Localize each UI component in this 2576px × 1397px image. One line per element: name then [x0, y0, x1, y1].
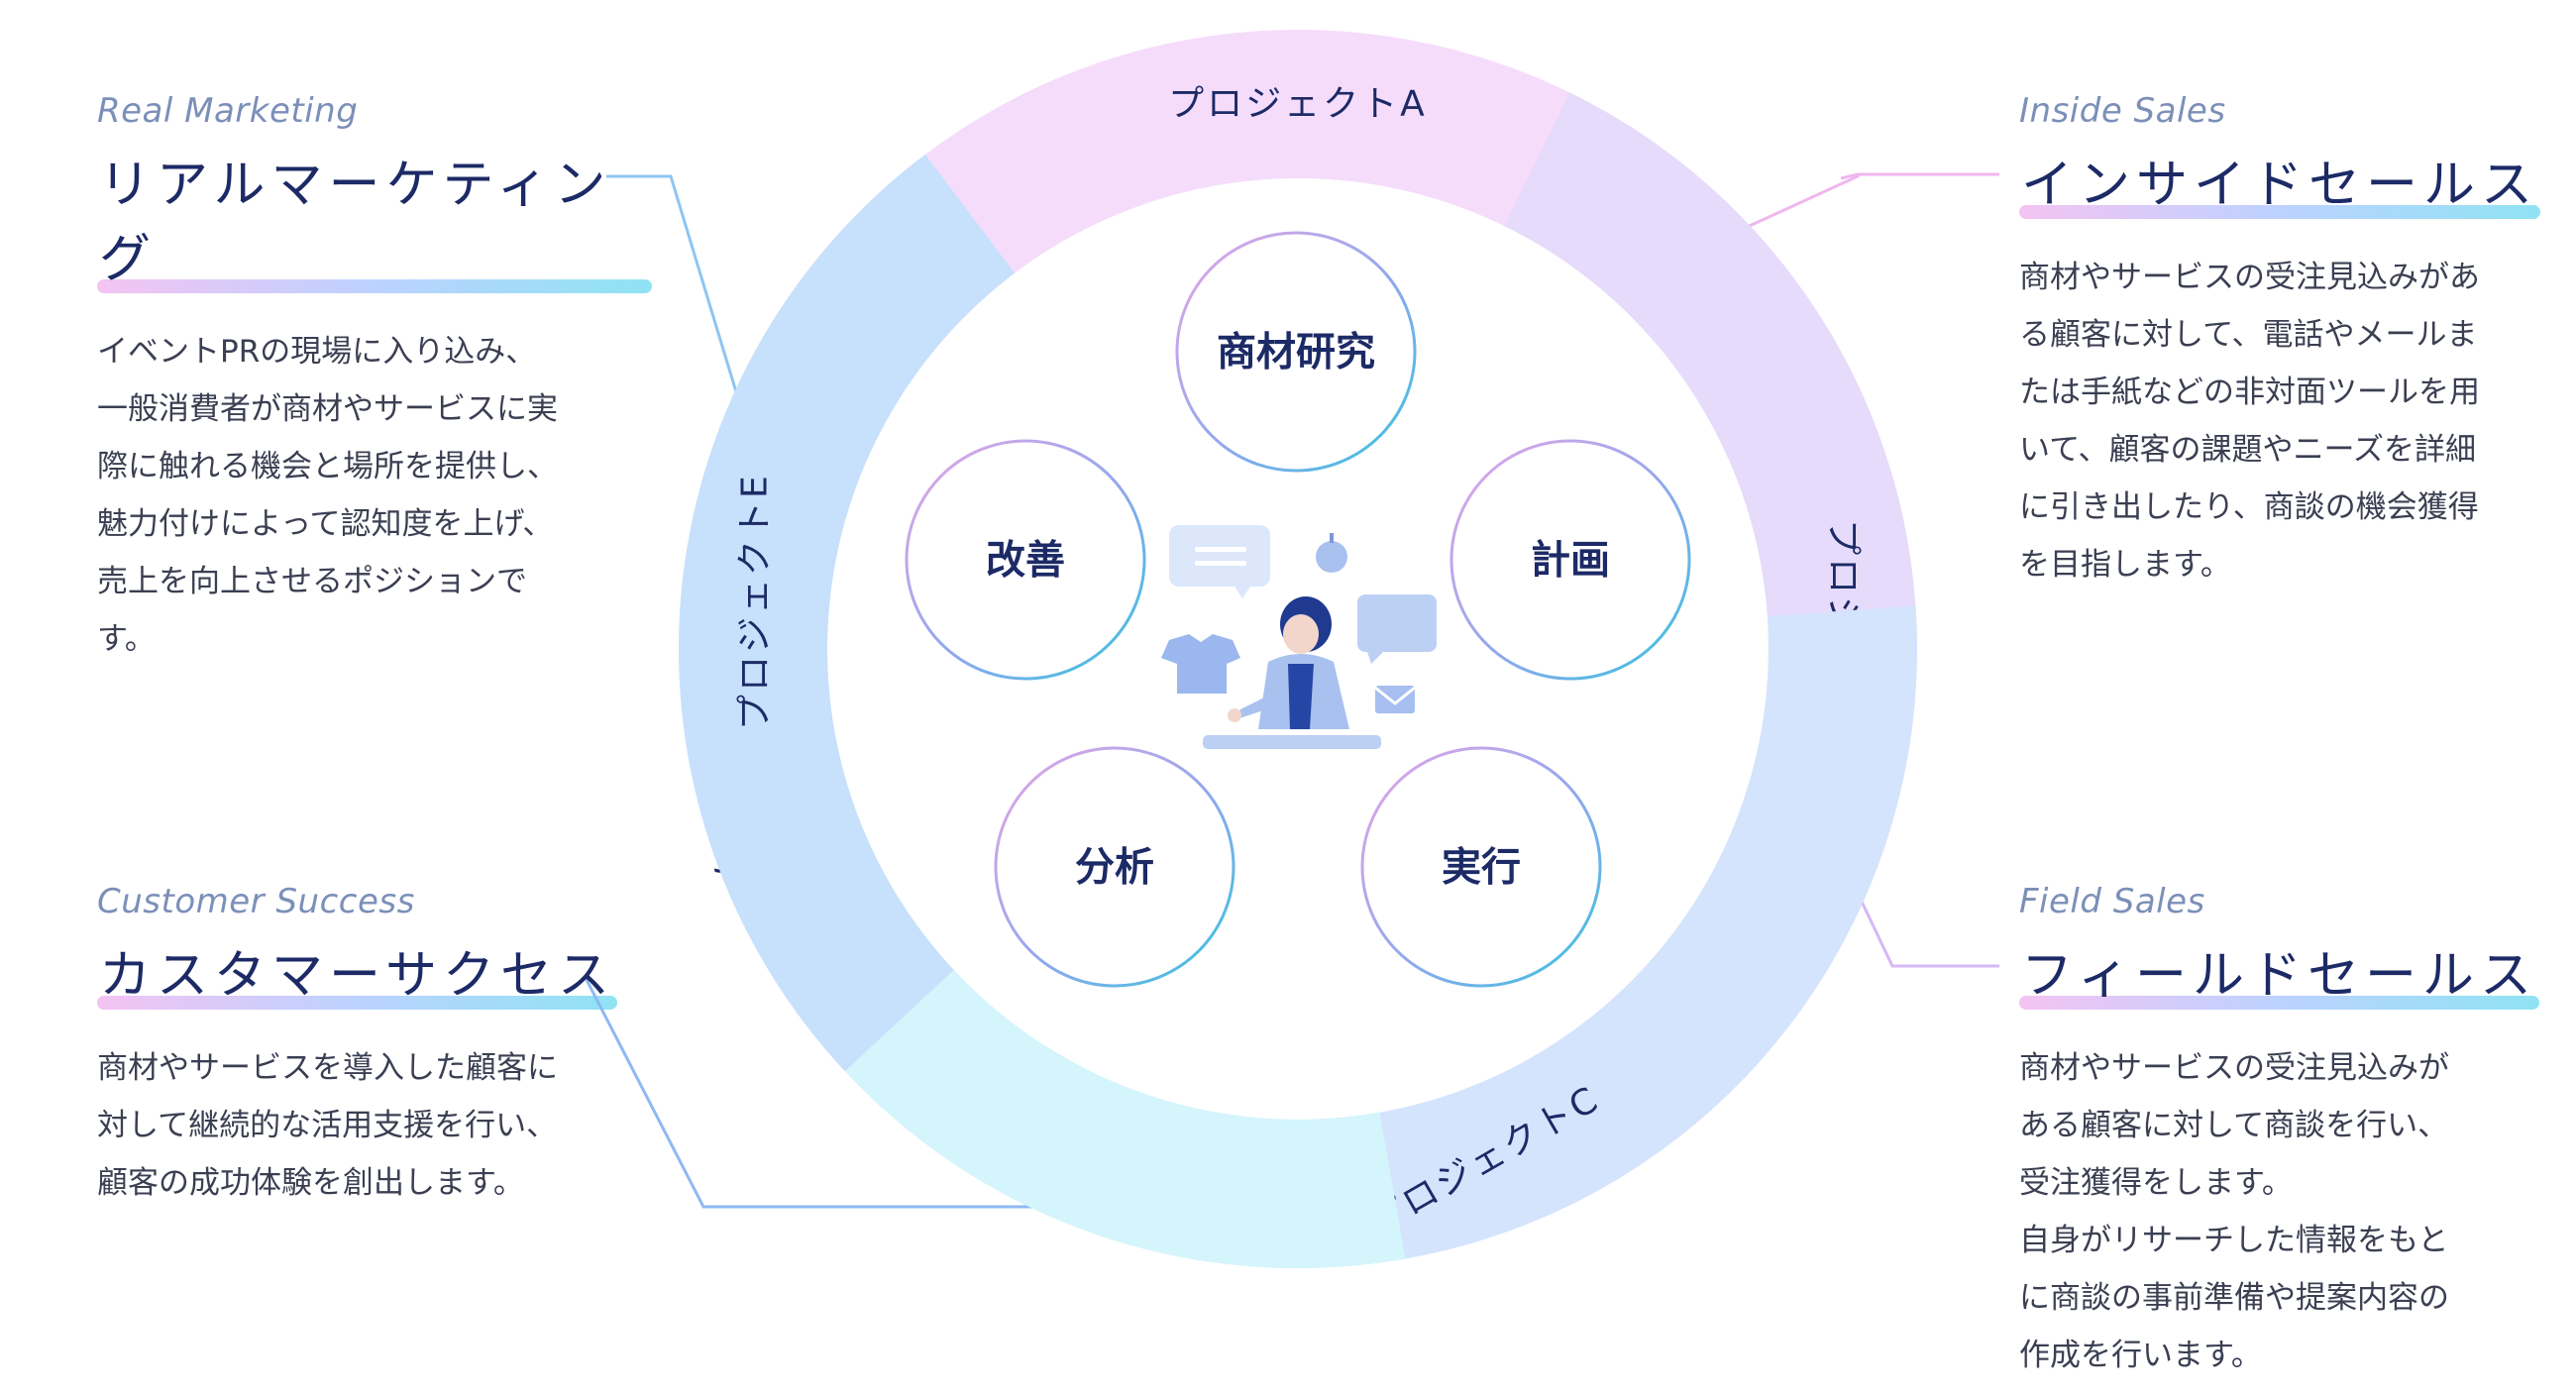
connector-line: [1840, 172, 1999, 180]
section-title: インサイドセールス: [2019, 143, 2541, 223]
cycle-node: [1175, 231, 1417, 473]
cycle-node: [1449, 439, 1691, 681]
tshirt-icon: [1161, 634, 1240, 694]
section-description: 商材やサービスの受注見込みがあ る顧客に対して、電話やメールま たは手紙などの非…: [2019, 260, 2480, 583]
cycle-node: [994, 746, 1235, 988]
title-underline: [97, 279, 652, 293]
section-description: 商材やサービスの受注見込みが ある顧客に対して商談を行い、 受注獲得をします。 …: [2019, 1050, 2449, 1373]
english-label: Real Marketing: [97, 91, 359, 131]
english-label: Inside Sales: [2019, 91, 2226, 131]
connector-line: [606, 174, 753, 442]
section-title-text: フィールドセールス: [2021, 946, 2537, 1006]
cycle-node-label: 商材研究: [1217, 329, 1375, 376]
section-real-marketing: Real Marketing リアルマーケティング イベントPRの現場に入り込み…: [97, 91, 652, 668]
section-inside-sales: Inside Sales インサイドセールス 商材やサービスの受注見込みがあ る…: [2019, 91, 2554, 593]
section-description: 商材やサービスを導入した顧客に 対して継続的な活用支援を行い、 顧客の成功体験を…: [97, 1050, 558, 1201]
project-segment: [678, 154, 1016, 1072]
project-label: プロジェクトE: [735, 473, 776, 730]
section-field-sales: Field Sales フィールドセールス 商材やサービスの受注見込みが ある顧…: [2019, 882, 2554, 1384]
cycle-node: [905, 439, 1146, 681]
cycle-node-label: 改善: [986, 537, 1065, 584]
english-label: Customer Success: [97, 882, 415, 921]
project-ring: プロジェクトAプロジェクトBプロジェクトCプロジェクトDプロジェクトE: [678, 30, 1918, 1268]
desk: [1203, 735, 1381, 749]
cycle-node-label: 分析: [1075, 844, 1154, 891]
section-title-text: カスタマーサクセス: [99, 946, 615, 1006]
cycle-node-label: 実行: [1442, 844, 1521, 891]
person-illustration: [1161, 525, 1437, 749]
section-description: イベントPRの現場に入り込み、 一般消費者が商材やサービスに実 際に触れる機会と…: [97, 334, 558, 657]
cycle-node: [1360, 746, 1602, 988]
section-title-text: インサイドセールス: [2021, 156, 2539, 215]
apple-icon: [1316, 541, 1347, 573]
chat-bubble-icon: [1169, 525, 1270, 587]
envelope-icon: [1375, 686, 1415, 713]
section-title-text: リアルマーケティング: [99, 156, 612, 289]
cycle-node-label: 計画: [1531, 537, 1610, 584]
section-title: リアルマーケティング: [97, 143, 652, 297]
section-title: カスタマーサクセス: [97, 933, 617, 1014]
message-bubble-icon: [1357, 594, 1437, 652]
section-customer-success: Customer Success カスタマーサクセス 商材やサービスを導入した顧…: [97, 882, 652, 1212]
project-label: プロジェクトA: [1168, 84, 1428, 125]
section-title: フィールドセールス: [2019, 933, 2539, 1014]
english-label: Field Sales: [2019, 882, 2205, 921]
